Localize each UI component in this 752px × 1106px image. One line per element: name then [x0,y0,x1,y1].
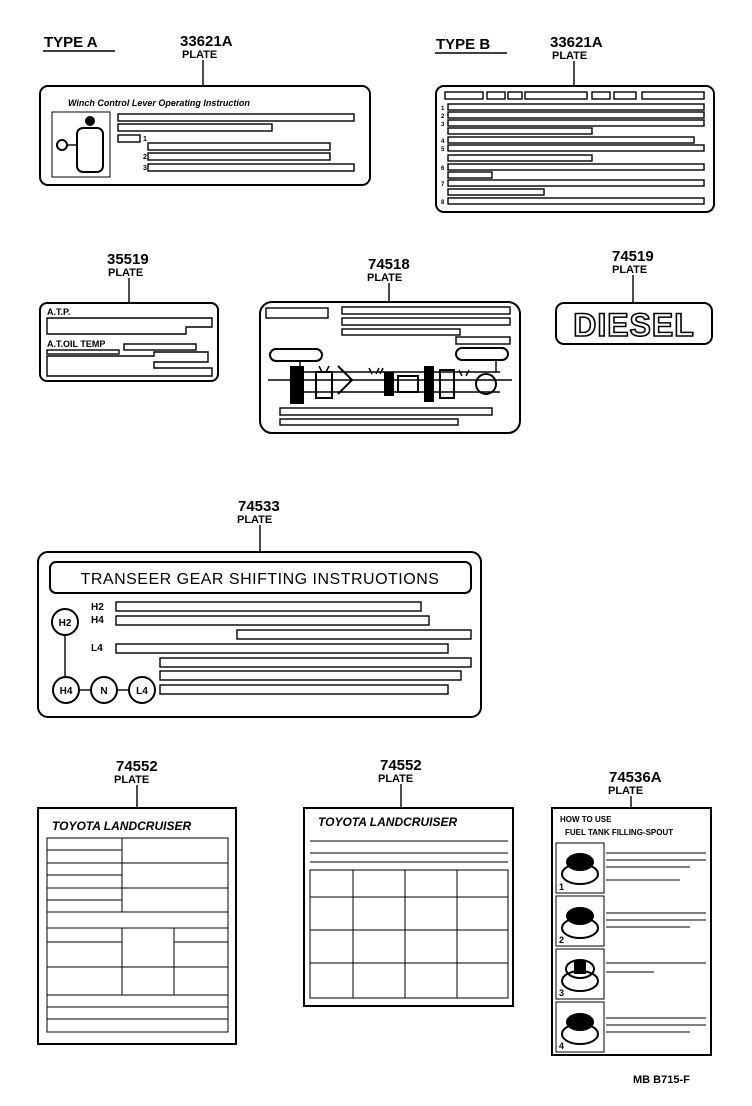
fuel-step-4-illustration [561,1013,599,1045]
fuel-step-2-number: 2 [559,935,564,945]
figure-code: MB B715-F [633,1074,690,1086]
fuel-step-3-illustration [561,959,599,992]
plate-label-74519: PLATE [612,264,647,276]
landcruiser-title-middle: TOYOTA LANDCRUISER [318,815,457,829]
shift-circle-n: N [100,686,107,697]
drivetrain-plate [259,301,521,434]
part-number-33621a-type-a: 33621A [180,33,233,50]
plate-label-33621a-type-b: PLATE [552,50,587,62]
plate-label-74518: PLATE [367,272,402,284]
winch-person-icon [56,116,104,173]
shift-circle-h2: H2 [59,618,72,629]
part-number-74552-left: 74552 [116,758,158,775]
transfer-row-h2: H2 [91,602,104,613]
shift-pattern-diagram: H2 H4 N L4 [51,608,156,704]
type-b-row-3: 3 [441,122,445,128]
winch-row-2: 2 [143,154,147,161]
plate-label-74552-middle: PLATE [378,773,413,785]
winch-row-1: 1 [143,136,147,143]
type-b-row-7: 7 [441,182,445,188]
transfer-row-l4: L4 [91,643,103,654]
type-b-row-5: 5 [441,147,445,153]
at-oil-temp-text: A.T.OIL TEMP [47,339,105,349]
part-number-35519: 35519 [107,251,149,268]
type-b-row-8: 8 [441,200,445,206]
part-number-74533: 74533 [238,498,280,515]
type-b-instruction-plate: 1 2 3 4 5 6 7 8 [435,85,715,213]
drivetrain-illustration [268,360,512,404]
transfer-gear-plate: TRANSEER GEAR SHIFTING INSTRUOTIONS H2 H… [37,551,482,718]
landcruiser-plate-middle: TOYOTA LANDCRUISER [303,807,514,1007]
landcruiser-title-left: TOYOTA LANDCRUISER [52,819,191,833]
diesel-text: DIESEL [573,307,695,343]
part-number-33621a-type-b: 33621A [550,34,603,51]
winch-plate-title: Winch Control Lever Operating Instructio… [68,98,250,108]
fuel-step-3-number: 3 [559,988,564,998]
fuel-plate-title-1: HOW TO USE [560,815,612,824]
plate-label-74533: PLATE [237,514,272,526]
part-number-74552-middle: 74552 [380,757,422,774]
winch-row-3: 3 [143,165,147,172]
fuel-spout-plate: HOW TO USE FUEL TANK FILLING-SPOUT 1 2 3 [551,807,712,1056]
transfer-row-h4: H4 [91,615,104,626]
type-b-row-6: 6 [441,166,445,172]
atp-text: A.T.P. [47,307,70,317]
atp-plate: A.T.P. A.T.OIL TEMP [39,302,219,382]
plate-label-33621a-type-a: PLATE [182,49,217,61]
type-a-label: TYPE A [44,34,98,51]
part-number-74519: 74519 [612,248,654,265]
winch-instruction-plate: Winch Control Lever Operating Instructio… [39,85,371,186]
shift-circle-h4: H4 [60,686,73,697]
part-number-74536a: 74536A [609,769,662,786]
plate-label-74536a: PLATE [608,785,643,797]
fuel-step-4-number: 4 [559,1041,564,1051]
fuel-step-2-illustration [561,907,599,939]
plate-label-74552-left: PLATE [114,774,149,786]
type-b-row-1: 1 [441,106,445,112]
fuel-step-1-number: 1 [559,882,564,892]
diesel-plate: DIESEL [555,302,713,345]
transfer-plate-title: TRANSEER GEAR SHIFTING INSTRUOTIONS [81,571,440,588]
type-b-row-2: 2 [441,114,445,120]
part-number-74518: 74518 [368,256,410,273]
plate-label-35519: PLATE [108,267,143,279]
type-b-label: TYPE B [436,36,490,53]
fuel-step-1-illustration [561,853,599,885]
shift-circle-l4: L4 [136,686,148,697]
type-b-row-4: 4 [441,139,445,145]
fuel-plate-title-2: FUEL TANK FILLING-SPOUT [565,828,673,837]
landcruiser-plate-left: TOYOTA LANDCRUISER [37,807,237,1045]
